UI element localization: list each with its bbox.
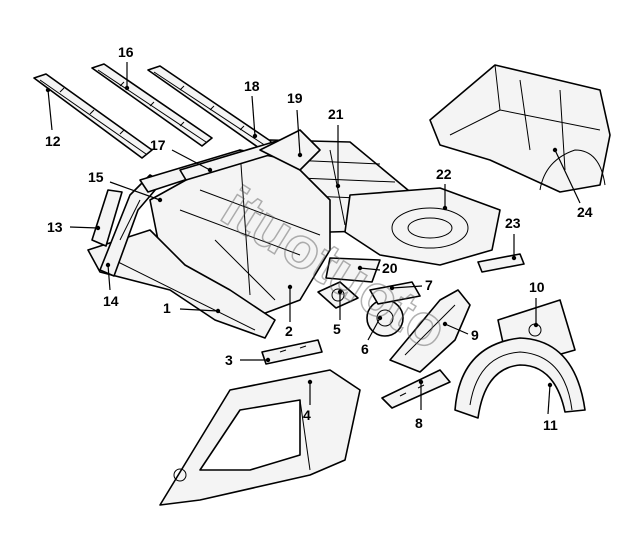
callout-dot-4 [307, 379, 313, 385]
callout-dot-15 [157, 197, 163, 203]
spare-wheel-well-22 [344, 187, 501, 266]
callout-label-19: 19 [287, 90, 303, 106]
callout-dot-9 [442, 321, 448, 327]
callout-label-18: 18 [244, 78, 260, 94]
callout-label-10: 10 [529, 279, 545, 295]
callout-dot-1 [215, 308, 221, 314]
callout-label-4: 4 [303, 407, 311, 423]
callout-label-13: 13 [47, 219, 63, 235]
callout-leader-20 [359, 267, 381, 271]
callout-dot-18 [252, 133, 258, 139]
callout-label-6: 6 [361, 341, 369, 357]
callout-leader-9 [444, 323, 469, 335]
bracket-5 [317, 281, 359, 309]
callout-dot-6 [377, 315, 383, 321]
callout-label-8: 8 [415, 415, 423, 431]
callout-leader-7 [391, 285, 423, 289]
callout-dot-21 [335, 183, 341, 189]
callout-leader-17 [171, 149, 211, 171]
callout-label-16: 16 [118, 44, 134, 60]
callout-dot-20 [357, 265, 363, 271]
callout-label-21: 21 [328, 106, 344, 122]
callout-dot-3 [265, 357, 271, 363]
callout-leader-6 [367, 317, 381, 341]
panel-20 [325, 257, 381, 283]
callout-leader-11 [547, 384, 551, 415]
callout-dot-7 [389, 285, 395, 291]
bracket-3 [261, 339, 323, 365]
callout-dot-13 [95, 225, 101, 231]
callout-label-20: 20 [382, 260, 398, 276]
callout-dot-16 [124, 85, 130, 91]
callout-dot-10 [533, 322, 539, 328]
roof-rail-16 [91, 63, 213, 147]
wheelhouse-outer-11 [454, 337, 586, 419]
callout-label-12: 12 [45, 133, 61, 149]
callout-label-2: 2 [285, 323, 293, 339]
callout-label-15: 15 [88, 169, 104, 185]
callout-label-9: 9 [471, 327, 479, 343]
side-sill-1 [87, 229, 276, 339]
callout-dot-11 [547, 382, 553, 388]
side-body-frame-4 [159, 369, 361, 506]
callout-leader-14 [107, 264, 111, 291]
callout-dot-24 [552, 147, 558, 153]
callout-leader-19 [296, 109, 301, 156]
callout-dot-19 [297, 152, 303, 158]
callout-label-3: 3 [225, 352, 233, 368]
callout-dot-23 [511, 255, 517, 261]
callout-dot-5 [337, 289, 343, 295]
callout-dot-14 [105, 262, 111, 268]
callout-leader-24 [554, 149, 581, 204]
crossmember-19 [259, 129, 321, 171]
callout-label-1: 1 [163, 300, 171, 316]
callout-label-11: 11 [543, 417, 558, 433]
callout-label-17: 17 [150, 137, 166, 153]
callout-dot-12 [45, 87, 51, 93]
callout-dot-17 [207, 167, 213, 173]
callout-label-7: 7 [425, 277, 433, 293]
callout-label-14: 14 [103, 293, 119, 309]
callout-dot-22 [442, 205, 448, 211]
bracket-8 [381, 369, 451, 409]
callout-leader-15 [109, 181, 161, 201]
callout-dot-2 [287, 284, 293, 290]
shock-mount-6 [366, 299, 404, 337]
roof-rail-12 [33, 73, 153, 159]
callout-label-22: 22 [436, 166, 452, 182]
front-pillar-13 [91, 189, 123, 247]
callout-leader-13 [69, 226, 99, 229]
rear-side-member-9 [389, 289, 471, 373]
rear-end-panel-24 [429, 64, 611, 193]
callout-label-5: 5 [333, 321, 341, 337]
callout-leader-1 [179, 308, 219, 312]
callout-label-23: 23 [505, 215, 521, 231]
callout-label-24: 24 [577, 204, 593, 220]
callout-leader-12 [47, 89, 53, 131]
callout-leader-18 [251, 95, 256, 137]
callout-dot-8 [418, 379, 424, 385]
bracket-23 [477, 253, 525, 273]
